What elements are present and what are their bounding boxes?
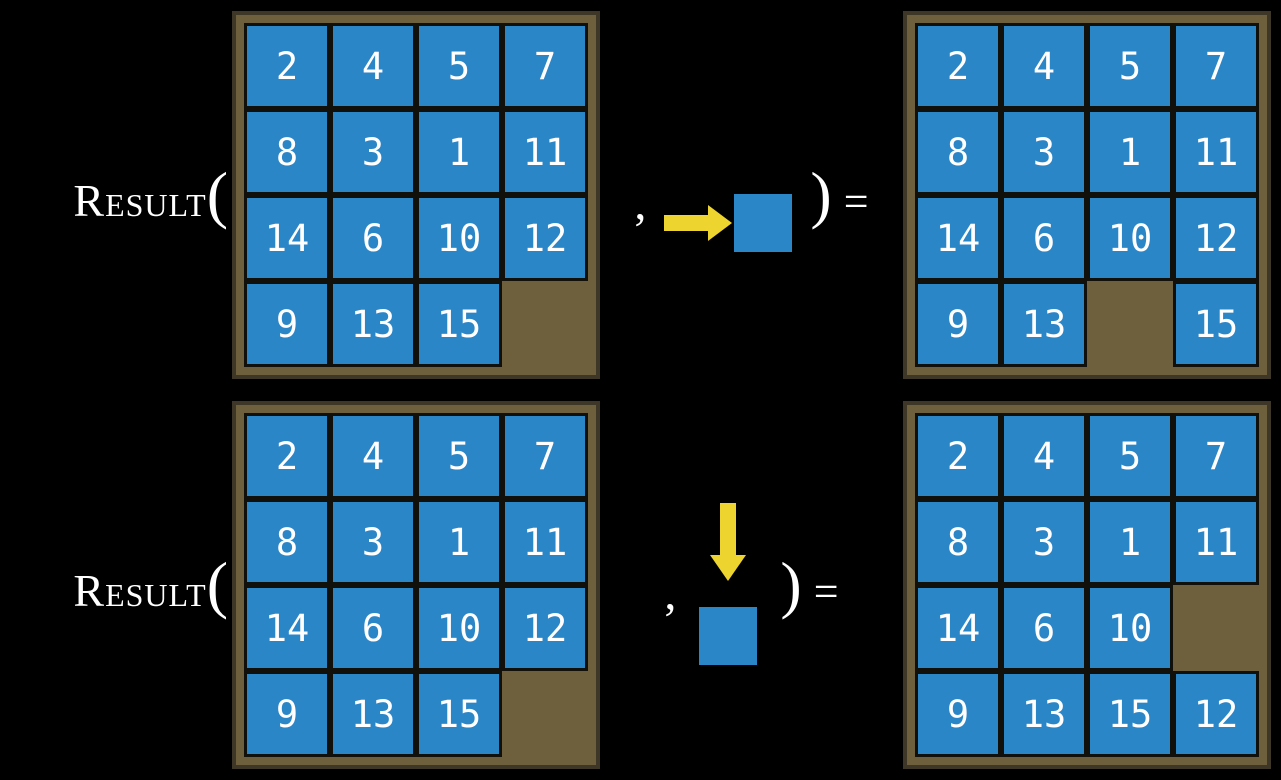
puzzle-tile: 7 [502, 413, 588, 499]
puzzle-tile: 1 [416, 499, 502, 585]
puzzle-tile: 12 [502, 585, 588, 671]
puzzle-tile: 10 [416, 195, 502, 281]
puzzle-tile: 15 [416, 671, 502, 757]
equation-row-move-down: Result( 2 4 5 7 8 3 1 11 14 6 10 12 9 13… [0, 390, 1281, 780]
puzzle-tile [1087, 281, 1173, 367]
puzzle-tile: 13 [1001, 281, 1087, 367]
puzzle-tile: 9 [244, 671, 330, 757]
puzzle-grid: 2 4 5 7 8 3 1 11 14 6 10 9 13 15 12 [915, 413, 1259, 757]
down-arrow-icon [720, 503, 737, 555]
puzzle-tile: 4 [330, 23, 416, 109]
puzzle-tile: 3 [1001, 109, 1087, 195]
puzzle-tile: 7 [502, 23, 588, 109]
comma: , [634, 176, 647, 230]
open-paren: ( [206, 159, 228, 230]
puzzle-tile: 1 [1087, 499, 1173, 585]
puzzle-tile: 6 [1001, 195, 1087, 281]
puzzle-tile: 15 [416, 281, 502, 367]
puzzle-tile: 11 [502, 109, 588, 195]
puzzle-tile: 3 [1001, 499, 1087, 585]
puzzle-tile: 7 [1173, 413, 1259, 499]
puzzle-tile: 12 [1173, 671, 1259, 757]
puzzle-tile: 15 [1087, 671, 1173, 757]
puzzle-tile: 8 [244, 109, 330, 195]
puzzle-grid: 2 4 5 7 8 3 1 11 14 6 10 12 9 13 15 [244, 413, 588, 757]
puzzle-tile: 7 [1173, 23, 1259, 109]
puzzle-tile [1173, 585, 1259, 671]
puzzle-tile: 8 [915, 499, 1001, 585]
puzzle-board-result: 2 4 5 7 8 3 1 11 14 6 10 12 9 13 15 [903, 11, 1271, 379]
equals-sign: = [813, 567, 839, 616]
action-move-right-icon [664, 194, 793, 252]
puzzle-tile: 5 [416, 23, 502, 109]
right-arrow-head-icon [708, 205, 733, 241]
open-paren: ( [206, 549, 228, 620]
puzzle-tile: 14 [915, 195, 1001, 281]
puzzle-tile: 6 [330, 585, 416, 671]
puzzle-tile: 13 [1001, 671, 1087, 757]
equals-sign: = [843, 177, 869, 226]
down-arrow-head-icon [710, 555, 747, 581]
puzzle-tile: 15 [1173, 281, 1259, 367]
comma: , [664, 566, 677, 620]
puzzle-tile: 13 [330, 281, 416, 367]
puzzle-tile: 9 [244, 281, 330, 367]
puzzle-tile: 2 [915, 413, 1001, 499]
puzzle-tile: 8 [244, 499, 330, 585]
puzzle-tile: 8 [915, 109, 1001, 195]
puzzle-tile: 11 [1173, 109, 1259, 195]
function-name: Result [73, 565, 207, 616]
puzzle-tile: 14 [915, 585, 1001, 671]
puzzle-tile: 14 [244, 585, 330, 671]
close-paren-equals: )= [810, 163, 868, 227]
puzzle-tile: 4 [1001, 23, 1087, 109]
puzzle-board-initial: 2 4 5 7 8 3 1 11 14 6 10 12 9 13 15 [232, 401, 600, 769]
puzzle-tile: 4 [330, 413, 416, 499]
puzzle-tile: 2 [915, 23, 1001, 109]
right-arrow-icon [664, 215, 709, 231]
puzzle-tile: 4 [1001, 413, 1087, 499]
close-paren-equals: )= [780, 553, 838, 617]
puzzle-tile: 1 [1087, 109, 1173, 195]
puzzle-tile: 11 [1173, 499, 1259, 585]
puzzle-tile: 3 [330, 499, 416, 585]
puzzle-tile: 9 [915, 671, 1001, 757]
close-paren: ) [780, 549, 802, 620]
puzzle-tile: 9 [915, 281, 1001, 367]
puzzle-tile [502, 281, 588, 367]
puzzle-tile [502, 671, 588, 757]
puzzle-tile: 6 [1001, 585, 1087, 671]
equation-middle: , )= [600, 501, 903, 669]
puzzle-tile: 10 [1087, 195, 1173, 281]
equation-row-move-right: Result( 2 4 5 7 8 3 1 11 14 6 10 12 9 13… [0, 11, 1271, 379]
action-move-down-icon [699, 503, 758, 665]
puzzle-grid: 2 4 5 7 8 3 1 11 14 6 10 12 9 13 15 [244, 23, 588, 367]
close-paren: ) [810, 159, 832, 230]
function-name: Result [73, 175, 207, 226]
puzzle-tile: 5 [1087, 23, 1173, 109]
puzzle-tile: 6 [330, 195, 416, 281]
puzzle-tile: 5 [416, 413, 502, 499]
puzzle-board-initial: 2 4 5 7 8 3 1 11 14 6 10 12 9 13 15 [232, 11, 600, 379]
puzzle-tile: 10 [416, 585, 502, 671]
puzzle-tile: 13 [330, 671, 416, 757]
puzzle-grid: 2 4 5 7 8 3 1 11 14 6 10 12 9 13 15 [915, 23, 1259, 367]
puzzle-board-result: 2 4 5 7 8 3 1 11 14 6 10 9 13 15 12 [903, 401, 1271, 769]
puzzle-tile: 12 [1173, 195, 1259, 281]
puzzle-tile: 1 [416, 109, 502, 195]
puzzle-tile: 14 [244, 195, 330, 281]
puzzle-tile: 3 [330, 109, 416, 195]
function-label: Result( [0, 163, 232, 227]
puzzle-tile: 2 [244, 413, 330, 499]
puzzle-tile: 12 [502, 195, 588, 281]
puzzle-tile: 10 [1087, 585, 1173, 671]
puzzle-tile: 5 [1087, 413, 1173, 499]
puzzle-tile: 2 [244, 23, 330, 109]
puzzle-tile: 11 [502, 499, 588, 585]
equation-middle: , )= [600, 163, 903, 252]
action-tile [699, 607, 758, 665]
action-tile [734, 194, 793, 252]
function-label: Result( [0, 553, 232, 617]
